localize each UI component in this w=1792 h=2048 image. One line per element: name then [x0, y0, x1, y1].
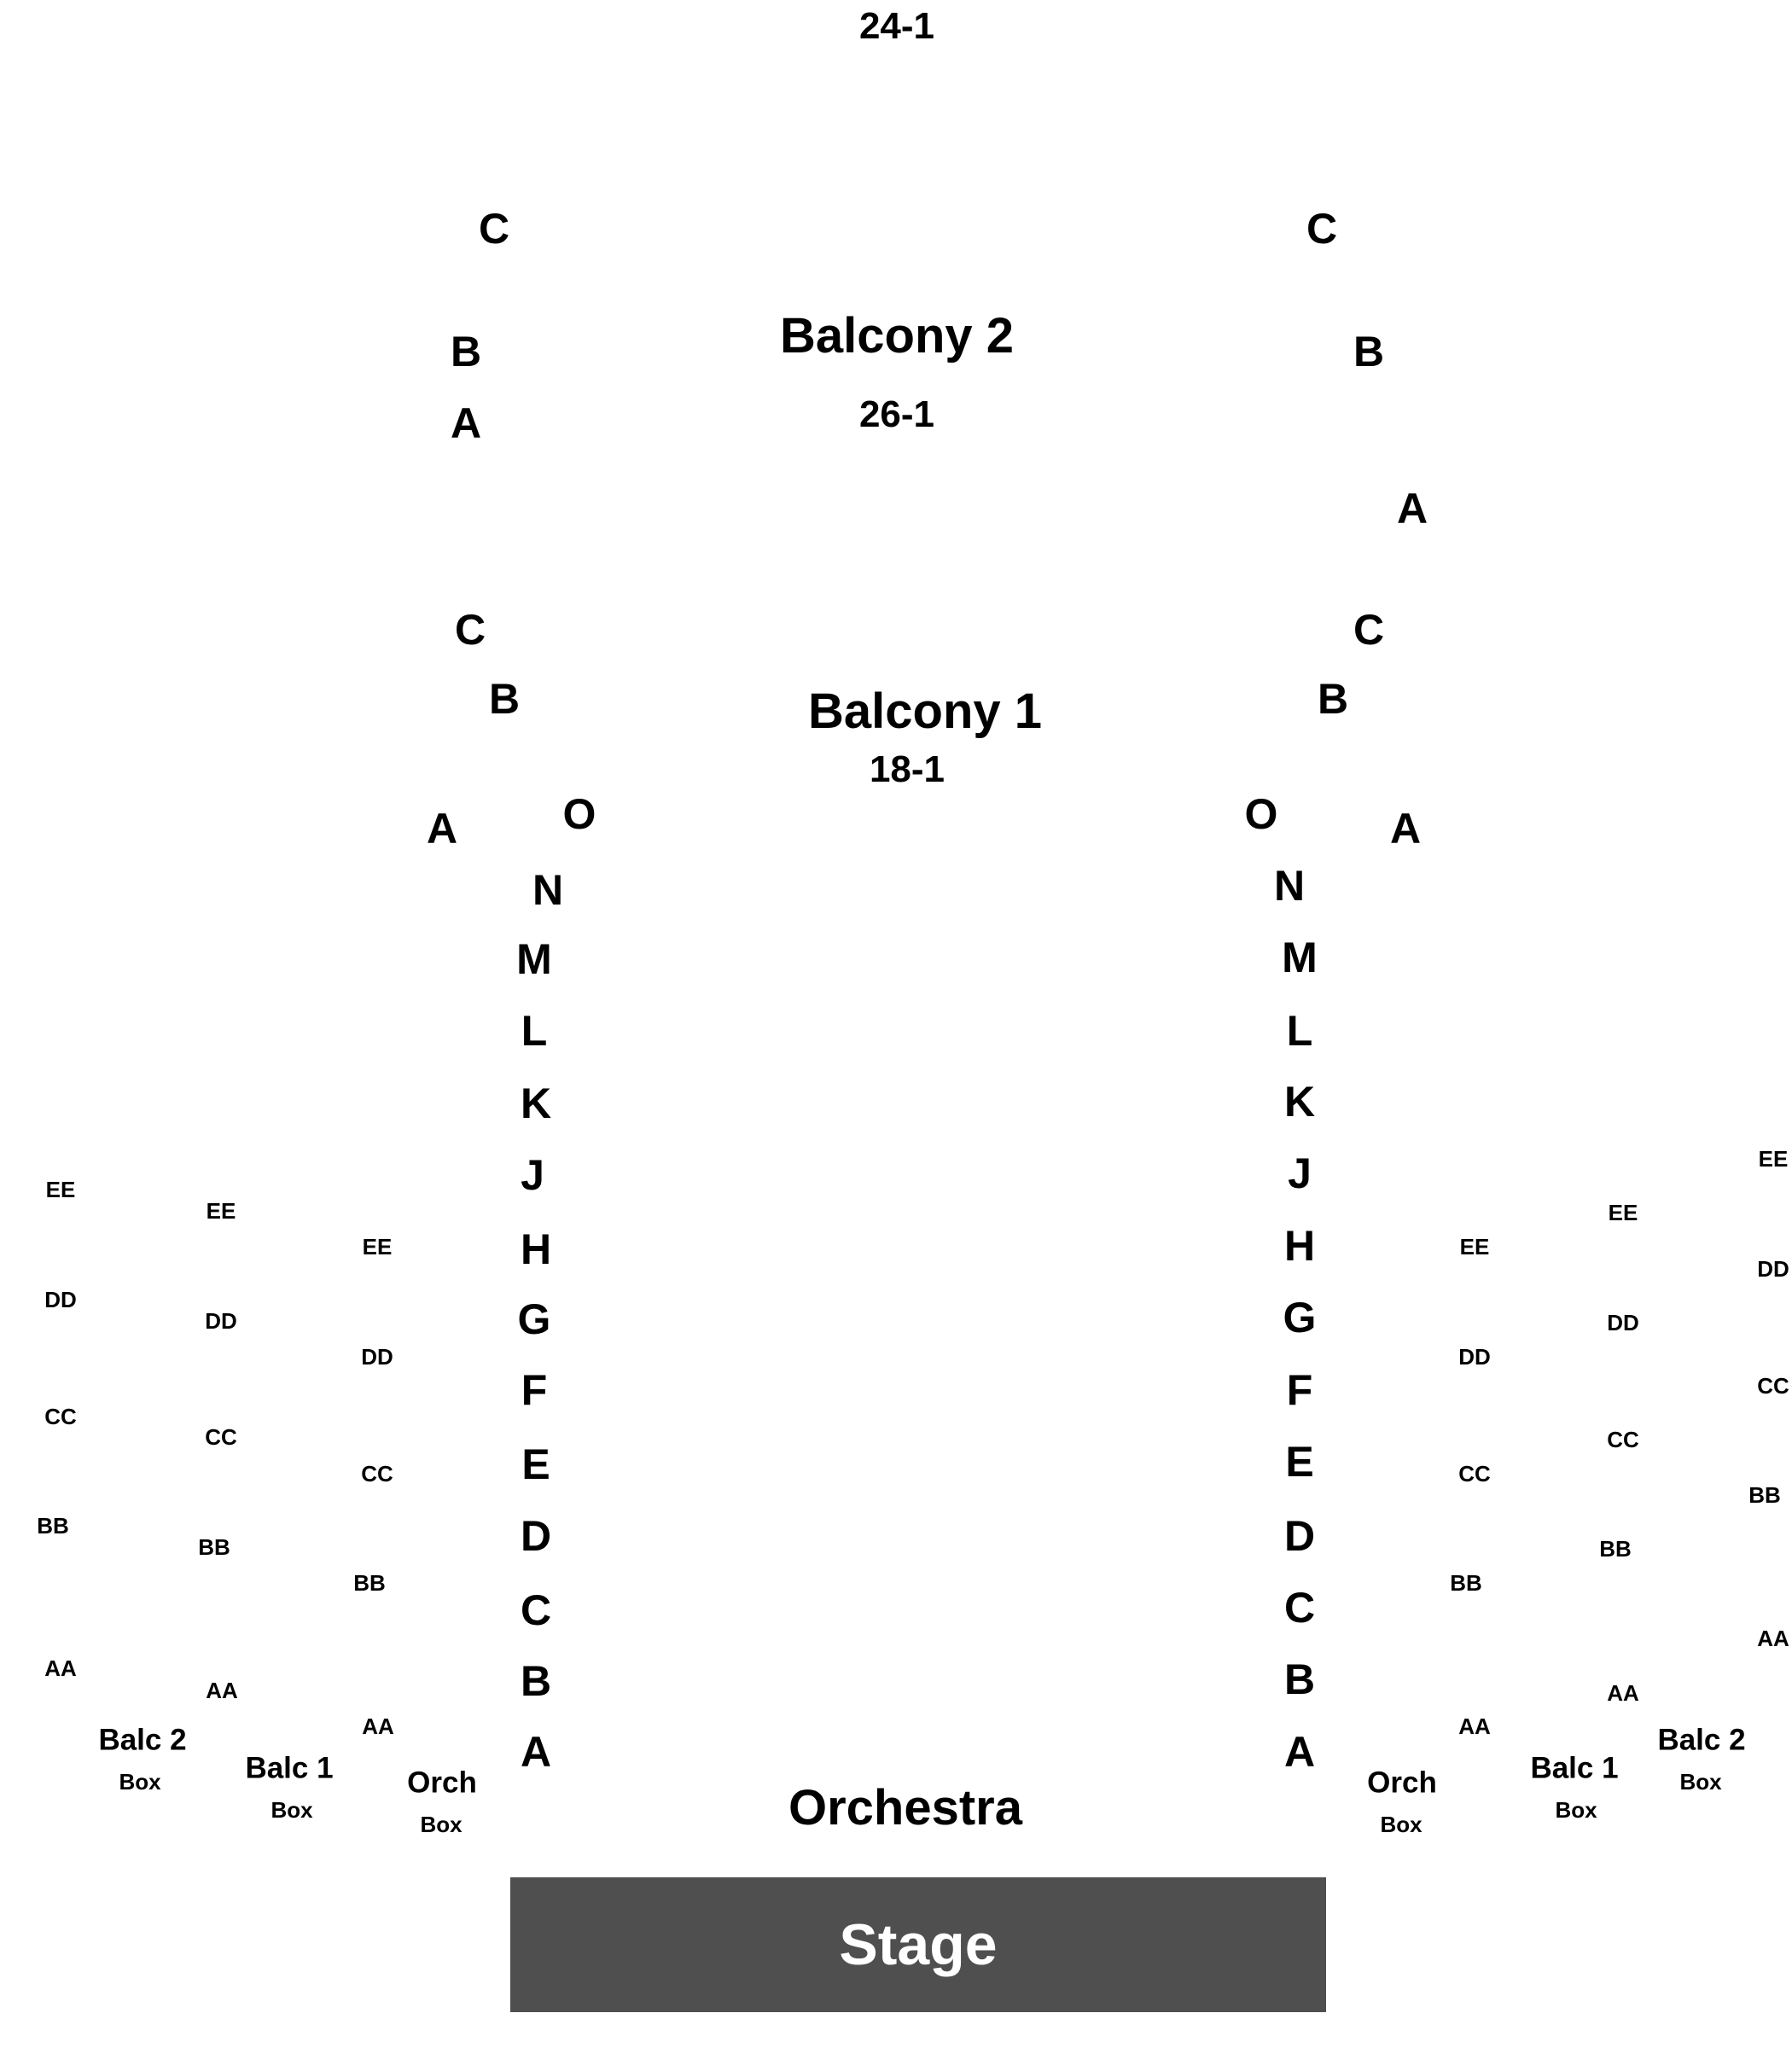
right-balc2-box-row-aa: AA	[1757, 1626, 1789, 1651]
balcony2-seat-range: 26-1	[858, 393, 935, 435]
orchestra-right-row-o: O	[1244, 790, 1278, 838]
right-orch-box-name: Orch	[1367, 1766, 1437, 1800]
orchestra-right-row-k: K	[1283, 1078, 1316, 1126]
balcony1-left-row-a: A	[426, 805, 458, 852]
right-balc1-box-row-dd: DD	[1607, 1310, 1639, 1335]
orchestra-left-row-a: A	[520, 1728, 552, 1776]
orchestra-left-row-o: O	[562, 790, 596, 838]
orchestra-left-row-b: B	[520, 1657, 552, 1705]
orchestra-left-row-l: L	[521, 1007, 548, 1055]
balcony2-right-row-b: B	[1353, 328, 1385, 375]
orchestra-right-row-m: M	[1282, 934, 1318, 981]
right-balc1-box-row-ee: EE	[1608, 1200, 1638, 1225]
left-orch-box-row-bb: BB	[353, 1570, 386, 1596]
balcony2-left-row-b: B	[450, 328, 482, 375]
orchestra-right-row-c: C	[1283, 1584, 1316, 1632]
left-balc1-box-name: Balc 1	[245, 1751, 334, 1785]
right-orch-box-row-dd: DD	[1458, 1344, 1491, 1370]
balcony1-right-row-c: C	[1353, 606, 1385, 654]
left-orch-box-row-cc: CC	[361, 1461, 393, 1487]
right-balc1-box-sub: Box	[1555, 1797, 1597, 1823]
balcony2-top-seat-range: 24-1	[858, 5, 935, 47]
right-balc2-box-row-dd: DD	[1757, 1256, 1789, 1282]
orchestra-left-row-g: G	[517, 1295, 551, 1343]
right-balc1-box-name: Balc 1	[1530, 1751, 1619, 1785]
orchestra-title: Orchestra	[788, 1780, 1023, 1836]
stage-label: Stage	[839, 1912, 998, 1977]
orchestra-left-row-f: F	[521, 1366, 548, 1414]
balcony1-seat-range: 18-1	[869, 748, 945, 790]
right-orch-box-sub: Box	[1380, 1812, 1423, 1837]
orchestra-right-row-g: G	[1283, 1294, 1317, 1341]
balcony2-left-row-c: C	[478, 205, 510, 253]
left-balc2-box-row-aa: AA	[44, 1655, 77, 1681]
left-balc1-box-sub: Box	[271, 1797, 313, 1823]
balcony1-title: Balcony 1	[808, 684, 1042, 739]
right-balc2-box-row-bb: BB	[1748, 1482, 1781, 1508]
right-balc2-box-row-cc: CC	[1757, 1373, 1789, 1399]
right-orch-box-row-ee: EE	[1459, 1234, 1490, 1260]
left-balc1-box-row-ee: EE	[206, 1198, 236, 1224]
balcony2-title: Balcony 2	[780, 308, 1014, 364]
orchestra-left-row-e: E	[521, 1440, 550, 1488]
orchestra-left-row-h: H	[520, 1225, 552, 1273]
right-balc2-box-name: Balc 2	[1657, 1723, 1746, 1757]
orchestra-left-row-j: J	[521, 1151, 544, 1199]
orchestra-right-row-l: L	[1286, 1007, 1313, 1055]
orchestra-right-row-h: H	[1283, 1222, 1316, 1270]
right-orch-box-row-bb: BB	[1450, 1570, 1482, 1596]
right-balc1-box-row-aa: AA	[1607, 1680, 1639, 1706]
orchestra-left-row-d: D	[520, 1512, 552, 1560]
balcony1-left-row-c: C	[454, 606, 486, 654]
stage: Stage	[510, 1877, 1326, 2012]
right-orch-box-row-aa: AA	[1458, 1713, 1491, 1739]
balcony1-right-row-a: A	[1389, 805, 1422, 852]
left-balc1-box-row-cc: CC	[205, 1424, 237, 1450]
balcony1-left-row-b: B	[488, 675, 521, 723]
orchestra-left-row-m: M	[516, 935, 552, 983]
right-balc1-box-row-cc: CC	[1607, 1427, 1639, 1452]
orchestra-left-row-n: N	[532, 866, 564, 914]
left-orch-box-row-dd: DD	[361, 1344, 393, 1370]
left-balc1-box-row-bb: BB	[198, 1534, 230, 1560]
orchestra-right-row-n: N	[1273, 862, 1306, 910]
orchestra-right-row-b: B	[1283, 1655, 1316, 1703]
left-balc2-box-name: Balc 2	[98, 1723, 187, 1757]
right-balc2-box-row-ee: EE	[1758, 1146, 1789, 1172]
orchestra-right-row-j: J	[1288, 1149, 1312, 1197]
left-balc1-box-row-aa: AA	[206, 1678, 238, 1703]
orchestra-right-row-a: A	[1283, 1728, 1316, 1776]
left-balc1-box-row-dd: DD	[205, 1308, 237, 1334]
right-balc2-box-sub: Box	[1679, 1769, 1722, 1795]
left-balc2-box-row-ee: EE	[45, 1177, 76, 1202]
right-balc1-box-row-bb: BB	[1599, 1536, 1632, 1562]
balcony1-right-row-b: B	[1317, 675, 1349, 723]
left-orch-box-row-ee: EE	[362, 1234, 393, 1260]
left-orch-box-row-aa: AA	[362, 1713, 394, 1739]
left-orch-box-sub: Box	[420, 1812, 463, 1837]
orchestra-left-row-c: C	[520, 1586, 552, 1634]
orchestra-right-row-d: D	[1283, 1512, 1316, 1560]
balcony2-right-row-c: C	[1306, 205, 1338, 253]
right-orch-box-row-cc: CC	[1458, 1461, 1491, 1487]
balcony2-left-row-a: A	[450, 399, 482, 447]
left-balc2-box-row-dd: DD	[44, 1287, 77, 1312]
orchestra-right-row-f: F	[1286, 1366, 1313, 1414]
left-balc2-box-row-bb: BB	[37, 1513, 69, 1539]
orchestra-right-row-e: E	[1285, 1438, 1314, 1486]
left-orch-box-name: Orch	[407, 1766, 477, 1800]
left-balc2-box-row-cc: CC	[44, 1404, 77, 1429]
left-balc2-box-sub: Box	[119, 1769, 161, 1795]
orchestra-left-row-k: K	[520, 1079, 552, 1127]
balcony2-right-row-a: A	[1396, 485, 1428, 532]
